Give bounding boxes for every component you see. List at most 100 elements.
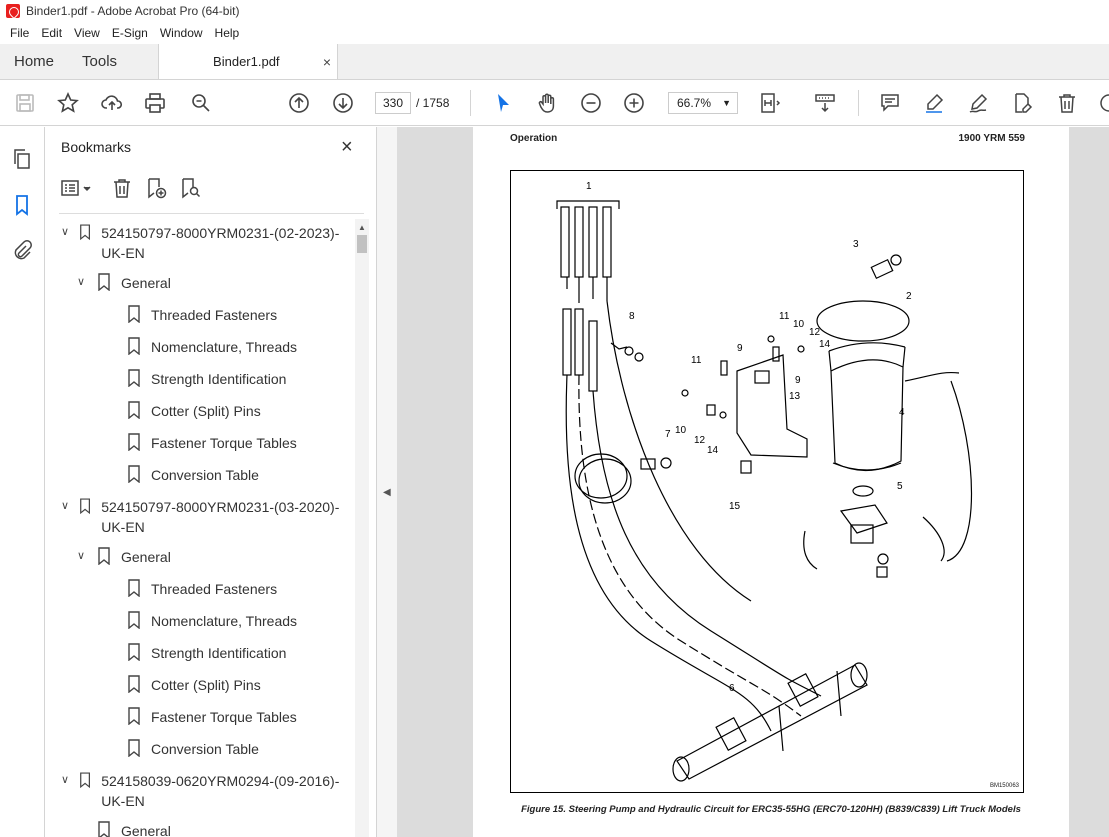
bookmark-label: Conversion Table <box>151 467 259 483</box>
close-icon[interactable]: × <box>341 136 353 158</box>
chevron-down-icon[interactable]: ∨ <box>61 500 70 512</box>
bookmark-icon <box>98 821 110 837</box>
acrobat-logo-icon <box>6 4 20 18</box>
bookmark-label: 524150797-8000YRM0231-(03-2020)-UK-EN <box>101 499 340 535</box>
bookmark-label: Strength Identification <box>151 645 287 661</box>
bookmark-panel-icon[interactable] <box>10 193 34 217</box>
bookmark-label: Nomenclature, Threads <box>151 339 298 355</box>
panel-divider <box>59 213 364 214</box>
edit-pdf-icon[interactable] <box>1010 91 1034 115</box>
bookmark-label: Fastener Torque Tables <box>151 709 297 725</box>
bookmark-item[interactable]: ∨ General <box>77 547 345 567</box>
delete-bookmark-icon[interactable] <box>109 175 135 201</box>
new-bookmark-icon[interactable] <box>143 175 169 201</box>
bookmark-item[interactable]: Conversion Table <box>107 739 345 759</box>
find-icon[interactable] <box>189 91 213 115</box>
bookmark-item[interactable]: Strength Identification <box>107 643 345 663</box>
bookmark-scrollbar[interactable]: ▲ <box>355 219 369 837</box>
bookmark-item[interactable]: ∨General <box>77 273 345 293</box>
bookmark-item[interactable]: Fastener Torque Tables <box>107 707 345 727</box>
collapse-panel-icon[interactable]: ◀ <box>383 487 391 498</box>
bookmark-icon <box>80 224 91 241</box>
bookmark-item[interactable]: Conversion Table <box>107 465 345 485</box>
bookmark-item[interactable]: Cotter (Split) Pins <box>107 401 345 421</box>
bookmark-item[interactable]: ∨ 524150797-8000YRM0231-(03-2020)-UK-EN <box>61 497 345 537</box>
menu-edit[interactable]: Edit <box>41 26 63 40</box>
more-tools-icon[interactable] <box>1094 91 1109 115</box>
chevron-down-icon[interactable]: ∨ <box>61 226 70 238</box>
hand-icon[interactable] <box>535 91 559 115</box>
zoom-out-icon[interactable] <box>579 91 603 115</box>
highlight-icon[interactable] <box>922 91 946 115</box>
bookmark-search-icon[interactable] <box>177 175 203 201</box>
callout-4: 4 <box>899 407 905 418</box>
menu-bar: File Edit View E-Sign Window Help <box>0 22 1109 44</box>
chevron-down-icon[interactable]: ∨ <box>77 550 86 562</box>
select-arrow-icon[interactable] <box>491 91 515 115</box>
bookmark-item[interactable]: ∨524158039-0620YRM0294-(09-2016)-UK-EN <box>61 771 345 811</box>
panel-splitter[interactable]: ◀ <box>377 127 397 837</box>
callout-14b: 14 <box>819 339 831 350</box>
bookmark-item[interactable]: Strength Identification <box>107 369 345 389</box>
bookmark-item[interactable]: Nomenclature, Threads <box>107 611 345 631</box>
comment-icon[interactable] <box>878 91 902 115</box>
delete-icon[interactable] <box>1055 91 1079 115</box>
scroll-up-icon[interactable]: ▲ <box>358 223 366 232</box>
bookmark-item[interactable]: ∨ 524150797-8000YRM0231-(02-2023)-UK-EN <box>61 223 345 263</box>
bookmark-item[interactable]: Fastener Torque Tables <box>107 433 345 453</box>
upload-icon[interactable] <box>100 91 124 115</box>
callout-9a: 9 <box>737 343 743 354</box>
bookmark-label: Nomenclature, Threads <box>151 613 298 629</box>
tab-home[interactable]: Home <box>14 53 55 70</box>
menu-file[interactable]: File <box>10 26 30 40</box>
menu-window[interactable]: Window <box>159 26 203 40</box>
callout-15: 15 <box>729 501 741 512</box>
callout-12b: 12 <box>809 327 821 338</box>
callout-10a: 10 <box>675 425 687 436</box>
chevron-down-icon[interactable]: ∨ <box>77 276 86 288</box>
star-icon[interactable] <box>56 91 80 115</box>
bookmark-label: 524150797-8000YRM0231-(02-2023)-UK-EN <box>101 225 340 261</box>
bookmark-icon <box>128 739 140 757</box>
sign-icon[interactable] <box>966 91 990 115</box>
callout-6: 6 <box>729 683 735 694</box>
page-thumbnails-icon[interactable] <box>10 147 34 171</box>
tab-document[interactable]: Binder1.pdf × <box>158 44 339 79</box>
page-up-icon[interactable] <box>287 91 311 115</box>
menu-view[interactable]: View <box>74 26 100 40</box>
bookmark-item[interactable]: Cotter (Split) Pins <box>107 675 345 695</box>
bookmark-label: Strength Identification <box>151 371 287 387</box>
figure-frame: 1 2 3 4 5 6 7 8 9 9 10 10 11 11 12 12 13 <box>510 170 1024 793</box>
bookmark-tools <box>59 175 369 201</box>
page-number-input[interactable]: 330 <box>375 92 411 114</box>
bookmark-options-icon[interactable] <box>59 175 97 201</box>
bookmark-item[interactable]: Nomenclature, Threads <box>107 337 345 357</box>
chevron-down-icon[interactable]: ∨ <box>61 774 70 786</box>
page-header-left: Operation <box>510 133 558 144</box>
bookmark-label: Cotter (Split) Pins <box>151 403 261 419</box>
bookmark-item[interactable]: Threaded Fasteners <box>107 305 345 325</box>
zoom-in-icon[interactable] <box>622 91 646 115</box>
print-icon[interactable] <box>143 91 167 115</box>
attachments-icon[interactable] <box>10 239 34 263</box>
close-tab-icon[interactable]: × <box>322 53 332 70</box>
toolbar: 330 / 1758 66.7% ▼ <box>0 80 1109 126</box>
bookmark-icon <box>128 675 140 693</box>
bookmark-item[interactable]: General <box>77 821 345 837</box>
bookmark-label: Conversion Table <box>151 741 259 757</box>
tab-tools[interactable]: Tools <box>82 53 118 70</box>
scroll-thumb[interactable] <box>357 235 367 253</box>
bookmark-item[interactable]: Threaded Fasteners <box>107 579 345 599</box>
bookmark-label: General <box>121 549 171 565</box>
menu-help[interactable]: Help <box>214 26 240 40</box>
zoom-level-select[interactable]: 66.7% ▼ <box>668 92 738 114</box>
bookmark-icon <box>128 305 140 323</box>
page-down-icon[interactable] <box>331 91 355 115</box>
bookmark-icon <box>98 273 110 291</box>
scroll-mode-icon[interactable] <box>813 91 837 115</box>
menu-esign[interactable]: E-Sign <box>111 26 148 40</box>
document-area[interactable]: Operation 1900 YRM 559 <box>397 127 1109 837</box>
save-icon[interactable] <box>13 91 37 115</box>
bookmark-icon <box>128 433 140 451</box>
fit-page-icon[interactable] <box>758 91 782 115</box>
